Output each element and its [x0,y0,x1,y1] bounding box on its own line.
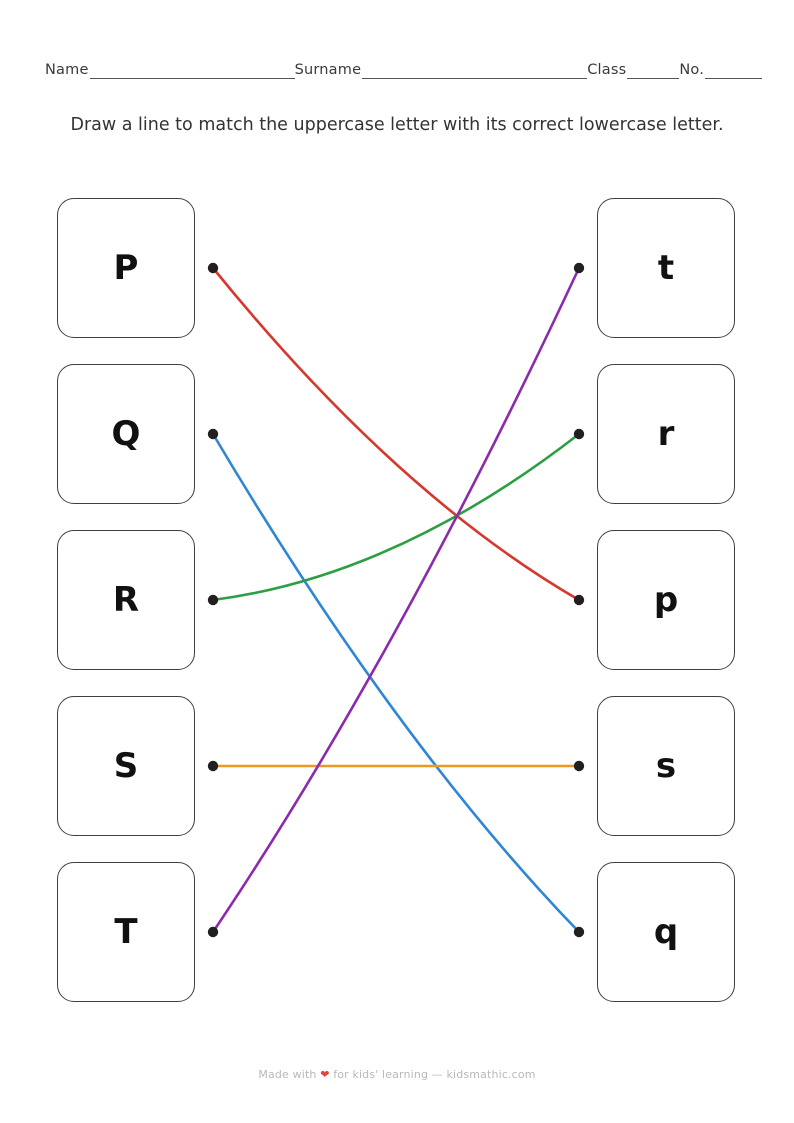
card-letter: R [112,580,140,620]
card-letter: r [657,414,675,454]
card-uppercase-2[interactable]: R [57,530,195,670]
card-lowercase-2[interactable]: p [597,530,735,670]
card-letter: q [653,912,679,952]
card-uppercase-1[interactable]: Q [57,364,195,504]
name-field[interactable]: Name [45,62,295,79]
class-label: Class [587,62,627,78]
connector-line-p-to-p[interactable] [211,266,581,602]
number-field[interactable]: No. [679,62,763,79]
connector-line-r-to-r[interactable] [211,432,581,602]
connector-dot-right-t[interactable] [573,262,585,274]
connector-dot-right-p[interactable] [573,594,585,606]
instruction-text: Draw a line to match the uppercase lette… [70,115,724,135]
number-input-rule[interactable] [705,64,763,79]
card-uppercase-4[interactable]: T [57,862,195,1002]
class-input-rule[interactable] [627,64,680,79]
name-label: Name [45,62,89,78]
card-lowercase-0[interactable]: t [597,198,735,338]
number-label: No. [679,62,705,78]
card-lowercase-1[interactable]: r [597,364,735,504]
card-letter: P [113,248,139,288]
footer-prefix: Made with [258,1068,317,1081]
card-letter: Q [111,414,141,454]
class-field[interactable]: Class [587,62,680,79]
name-input-rule[interactable] [89,64,295,79]
card-letter: t [657,248,675,288]
surname-label: Surname [294,62,362,78]
connector-dot-left-P[interactable] [207,262,219,274]
connector-dot-right-s[interactable] [573,760,585,772]
card-lowercase-3[interactable]: s [597,696,735,836]
connector-paths-group [211,266,581,934]
connector-dot-left-R[interactable] [207,594,219,606]
connector-dot-right-q[interactable] [573,926,585,938]
footer-suffix: for kids' learning — kidsmathic.com [333,1068,536,1081]
card-lowercase-4[interactable]: q [597,862,735,1002]
card-letter: S [113,746,139,786]
connector-dot-left-Q[interactable] [207,428,219,440]
header-fields-row: Name Surname Class No. [45,62,763,79]
card-uppercase-3[interactable]: S [57,696,195,836]
card-letter: s [655,746,677,786]
card-uppercase-0[interactable]: P [57,198,195,338]
surname-input-rule[interactable] [362,64,588,79]
connector-dot-left-S[interactable] [207,760,219,772]
matching-exercise-board: P Q R S T t r p s q [0,196,794,1016]
card-letter: T [114,912,138,952]
surname-field[interactable]: Surname [295,62,588,79]
connector-dot-right-r[interactable] [573,428,585,440]
connector-line-t-to-t[interactable] [211,266,581,934]
heart-icon: ❤ [320,1068,330,1081]
connector-line-q-to-q[interactable] [211,432,581,934]
connector-dot-left-T[interactable] [207,926,219,938]
card-letter: p [653,580,679,620]
connector-dots-group [207,262,585,938]
footer-credit: Made with ❤ for kids' learning — kidsmat… [0,1068,794,1081]
connector-lines-layer [207,262,585,938]
